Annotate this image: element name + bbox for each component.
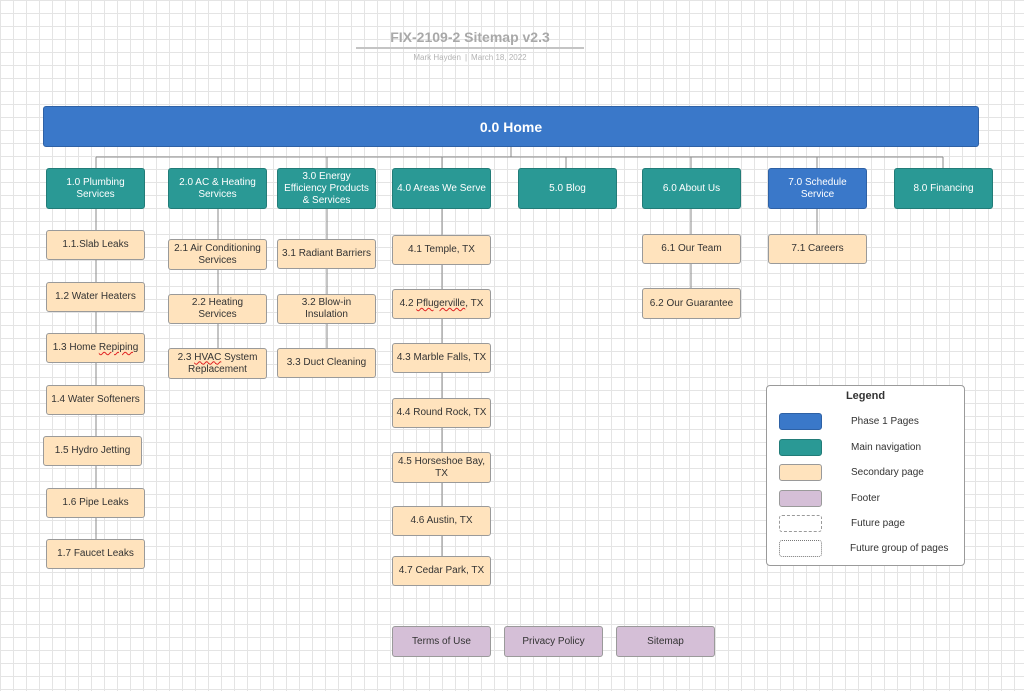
legend-row-future-page: Future page xyxy=(779,515,959,533)
spellcheck-word-repiping: Repiping xyxy=(98,342,139,353)
legend-swatch-main-nav xyxy=(779,439,822,456)
page-node-air-conditioning-services[interactable]: 2.1 Air Conditioning Services xyxy=(168,239,267,270)
legend-panel: Legend Phase 1 Pages Main navigation Sec… xyxy=(766,385,965,566)
legend-swatch-secondary xyxy=(779,464,822,481)
legend-label-footer: Footer xyxy=(851,493,880,504)
footer-node-privacy-policy[interactable]: Privacy Policy xyxy=(504,626,603,657)
spellcheck-word-pflugerville: Pflugerville xyxy=(416,298,466,309)
home-node[interactable]: 0.0 Home xyxy=(43,106,979,147)
page-node-pflugerville-tx[interactable]: 4.2 Pflugerville, TX xyxy=(392,289,491,319)
footer-node-sitemap[interactable]: Sitemap xyxy=(616,626,715,657)
legend-swatch-future-group xyxy=(779,540,822,557)
spellcheck-word-hvac: HVAC xyxy=(194,351,222,363)
page-node-pipe-leaks[interactable]: 1.6 Pipe Leaks xyxy=(46,488,145,518)
page-label-hvac-text: 2.3 HVAC System Replacement xyxy=(172,352,263,376)
legend-swatch-footer xyxy=(779,490,822,507)
page-node-marble-falls-tx[interactable]: 4.3 Marble Falls, TX xyxy=(392,343,491,373)
nav-node-schedule-service[interactable]: 7.0 Schedule Service xyxy=(768,168,867,209)
page-node-duct-cleaning[interactable]: 3.3 Duct Cleaning xyxy=(277,348,376,378)
page-label-hvac-prefix: 2.3 xyxy=(177,351,195,363)
legend-label-future-group: Future group of pages xyxy=(850,543,949,554)
page-node-faucet-leaks[interactable]: 1.7 Faucet Leaks xyxy=(46,539,145,569)
page-node-hydro-jetting[interactable]: 1.5 Hydro Jetting xyxy=(43,436,142,466)
nav-node-blog[interactable]: 5.0 Blog xyxy=(518,168,617,209)
legend-swatch-phase1 xyxy=(779,413,822,430)
page-node-horseshoe-bay-tx[interactable]: 4.5 Horseshoe Bay, TX xyxy=(392,452,491,483)
legend-label-phase1: Phase 1 Pages xyxy=(851,416,919,427)
nav-node-areas-we-serve[interactable]: 4.0 Areas We Serve xyxy=(392,168,491,209)
footer-node-terms-of-use[interactable]: Terms of Use xyxy=(392,626,491,657)
page-node-austin-tx[interactable]: 4.6 Austin, TX xyxy=(392,506,491,536)
page-node-round-rock-tx[interactable]: 4.4 Round Rock, TX xyxy=(392,398,491,428)
diagram-date: March 18, 2022 xyxy=(471,53,527,62)
legend-title: Legend xyxy=(845,390,886,402)
legend-label-main-nav: Main navigation xyxy=(851,442,922,453)
page-node-our-guarantee[interactable]: 6.2 Our Guarantee xyxy=(642,288,741,319)
page-node-hvac-system-replacement[interactable]: 2.3 HVAC System Replacement xyxy=(168,348,267,379)
page-node-water-heaters[interactable]: 1.2 Water Heaters xyxy=(46,282,145,312)
page-node-heating-services[interactable]: 2.2 Heating Services xyxy=(168,294,267,324)
nav-node-about-us[interactable]: 6.0 About Us xyxy=(642,168,741,209)
diagram-subtitle: Mark Hayden|March 18, 2022 xyxy=(356,53,584,62)
diagram-header: FIX-2109-2 Sitemap v2.3 Mark Hayden|Marc… xyxy=(356,28,584,62)
page-node-slab-leaks[interactable]: 1.1.Slab Leaks xyxy=(46,230,145,260)
nav-node-financing[interactable]: 8.0 Financing xyxy=(894,168,993,209)
diagram-title: FIX-2109-2 Sitemap v2.3 xyxy=(390,29,550,45)
legend-row-footer: Footer xyxy=(779,490,959,508)
legend-swatch-future-page xyxy=(779,515,822,532)
page-node-home-repiping[interactable]: 1.3 Home Repiping xyxy=(46,333,145,363)
legend-row-phase1: Phase 1 Pages xyxy=(779,413,959,431)
page-label-pflugerville-prefix: 4.2 xyxy=(399,298,417,309)
page-node-cedar-park-tx[interactable]: 4.7 Cedar Park, TX xyxy=(392,556,491,586)
page-label-pflugerville-suffix: , TX xyxy=(465,298,484,309)
author-name: Mark Hayden xyxy=(413,53,461,62)
legend-row-main-nav: Main navigation xyxy=(779,439,959,457)
subtitle-separator: | xyxy=(464,53,468,62)
legend-label-secondary: Secondary page xyxy=(851,467,924,478)
page-node-careers[interactable]: 7.1 Careers xyxy=(768,234,867,264)
legend-row-secondary: Secondary page xyxy=(779,464,959,482)
page-label-home-repiping-prefix: 1.3 Home xyxy=(52,342,99,353)
legend-row-future-group: Future group of pages xyxy=(779,540,959,558)
nav-node-energy-efficiency[interactable]: 3.0 Energy Efficiency Products & Service… xyxy=(277,168,376,209)
page-node-blow-in-insulation[interactable]: 3.2 Blow-in Insulation xyxy=(277,294,376,324)
nav-node-plumbing-services[interactable]: 1.0 Plumbing Services xyxy=(46,168,145,209)
nav-node-ac-heating-services[interactable]: 2.0 AC & Heating Services xyxy=(168,168,267,209)
page-node-water-softeners[interactable]: 1.4 Water Softeners xyxy=(46,385,145,415)
title-underline xyxy=(356,47,584,49)
page-label-hvac-suffix: System Replacement xyxy=(188,351,258,375)
legend-label-future-page: Future page xyxy=(851,518,905,529)
page-node-our-team[interactable]: 6.1 Our Team xyxy=(642,234,741,264)
page-node-radiant-barriers[interactable]: 3.1 Radiant Barriers xyxy=(277,239,376,269)
page-node-temple-tx[interactable]: 4.1 Temple, TX xyxy=(392,235,491,265)
